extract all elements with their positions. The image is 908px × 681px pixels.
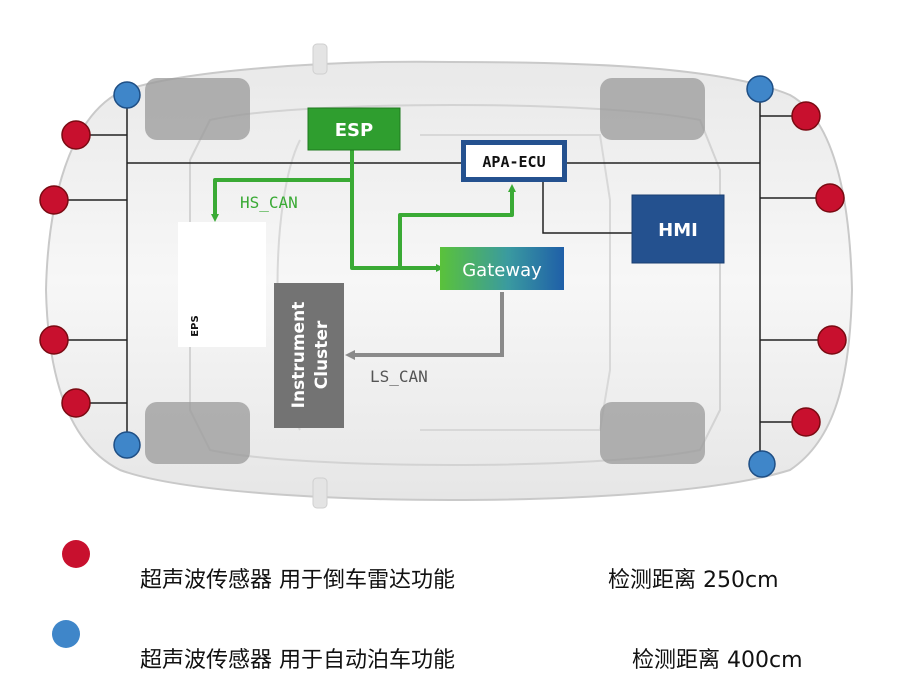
wheel-front-right [600,78,705,140]
legend-row-red: 超声波传感器 用于倒车雷达功能 检测距离 250cm [0,540,908,593]
legend-row-blue: 超声波传感器 用于自动泊车功能 检测距离 400cm [0,620,908,673]
red-sensor [61,120,91,150]
legend-blue-dot [52,620,80,648]
module-esp: ESP [307,107,401,151]
eps-label: EPS [190,315,201,336]
legend-blue-range: 检测距离 400cm [632,648,803,673]
red-sensor [817,325,847,355]
module-eps: EPS [178,222,266,347]
red-sensor [815,183,845,213]
vehicle-diagram: ESP APA-ECU HMI Gateway EPS Instrument C… [39,43,854,509]
hmi-label: HMI [658,220,698,241]
red-sensor [61,388,91,418]
blue-sensor [113,81,141,109]
gateway-label: Gateway [462,260,542,281]
red-sensor [39,185,69,215]
red-sensors [39,101,847,437]
module-gateway: Gateway [440,247,564,290]
blue-sensor [746,75,774,103]
cluster-label-line2: Cluster [312,320,332,389]
legend-blue-description: 超声波传感器 用于自动泊车功能 [140,648,455,673]
module-instrument-cluster: Instrument Cluster [274,283,344,428]
hs-can-bus [211,150,516,272]
cluster-label-line1: Instrument [289,302,309,409]
blue-sensor [113,431,141,459]
legend-red-description: 超声波传感器 用于倒车雷达功能 [140,568,455,593]
module-hmi: HMI [631,194,725,264]
red-sensor [791,101,821,131]
hs-can-label: HS_CAN [240,193,298,212]
wheel-rear-right [600,402,705,464]
legend-red-range: 检测距离 250cm [608,568,779,593]
module-apa-ecu: APA-ECU [461,140,567,182]
wheel-rear-left [145,402,250,464]
wheel-front-left [145,78,250,140]
legend-red-dot [62,540,90,568]
apa-ecu-label: APA-ECU [482,153,545,171]
ls-can-bus [345,292,504,360]
esp-label: ESP [335,120,373,141]
red-sensor [791,407,821,437]
blue-sensor [748,450,776,478]
red-sensor [39,325,69,355]
ls-can-label: LS_CAN [370,367,428,386]
blue-sensors [113,75,776,478]
